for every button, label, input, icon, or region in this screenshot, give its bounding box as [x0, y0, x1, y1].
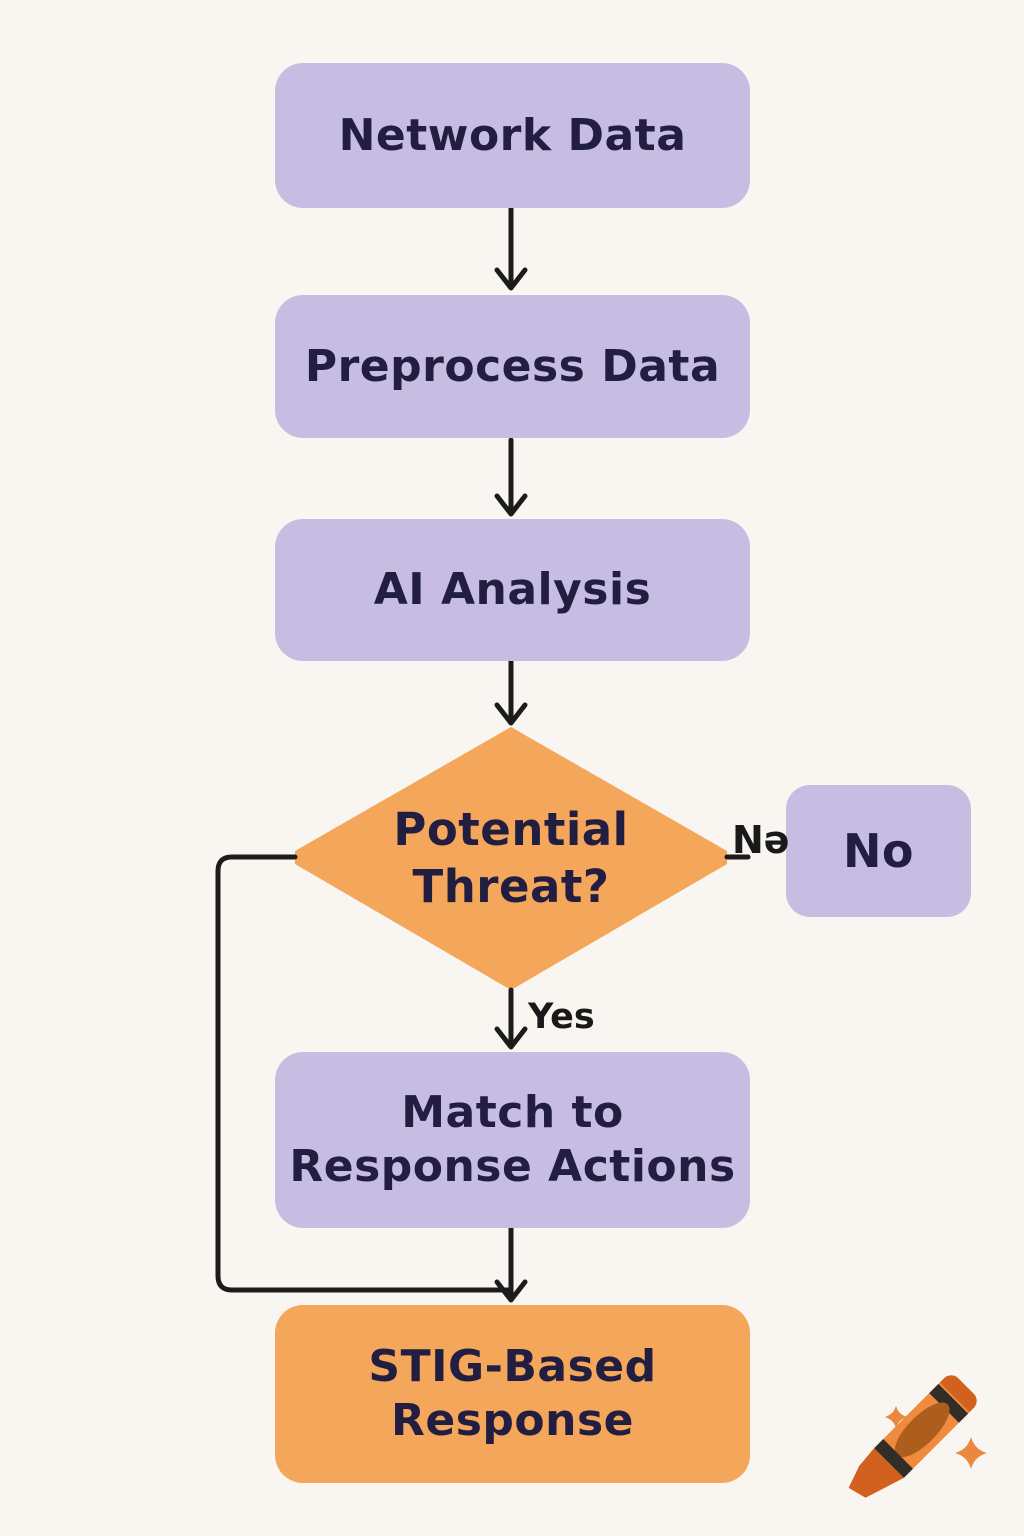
arrowhead-down-icon — [494, 1026, 528, 1050]
arrowhead-down-icon — [494, 493, 528, 517]
node-no-result: No — [786, 785, 971, 917]
crayon-icon — [848, 1375, 987, 1498]
node-label: Network Data — [338, 109, 687, 161]
edge-label-yes: Yes — [528, 997, 595, 1037]
node-label: STIG-Based Response — [368, 1341, 657, 1446]
decision-diamond-shape — [295, 727, 727, 990]
node-ai-analysis: AI Analysis — [275, 519, 750, 661]
node-stig-based-response: STIG-Based Response — [275, 1305, 750, 1483]
node-label: AI Analysis — [373, 564, 652, 616]
edge-label-no: Nə — [732, 818, 790, 862]
node-label: No — [842, 823, 915, 878]
sparkle-icon — [955, 1437, 987, 1469]
arrowhead-down-icon — [494, 267, 528, 291]
sparkle-icon — [884, 1405, 908, 1429]
crayon-body — [848, 1375, 977, 1498]
node-match-response-actions: Match to Response Actions — [275, 1052, 750, 1228]
node-label: Match to Response Actions — [289, 1087, 736, 1192]
node-preprocess-data: Preprocess Data — [275, 295, 750, 438]
edge-decision-bypass — [215, 854, 514, 1293]
node-label: Potential Threat? — [393, 803, 629, 913]
node-network-data: Network Data — [275, 63, 750, 208]
node-potential-threat-decision: Potential Threat? — [331, 727, 691, 990]
arrowhead-down-icon — [494, 702, 528, 726]
node-label: Preprocess Data — [304, 340, 721, 392]
